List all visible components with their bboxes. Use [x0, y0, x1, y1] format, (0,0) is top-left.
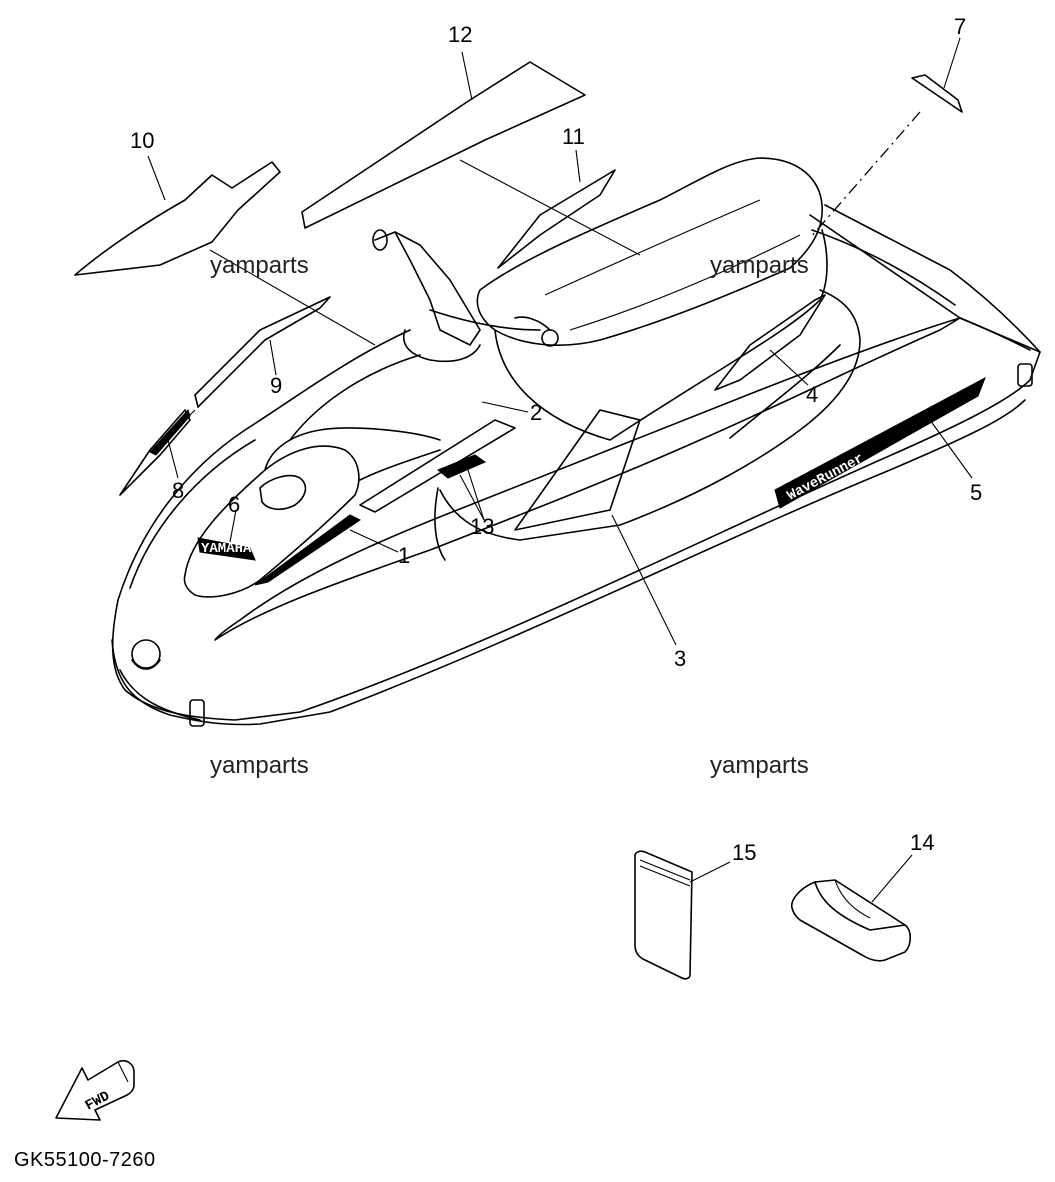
callout-10: 10 — [130, 128, 154, 153]
decal-9 — [194, 296, 331, 408]
watermark: yamparts — [210, 752, 309, 779]
alignment-line-7 — [809, 111, 921, 239]
decal-12 — [301, 61, 586, 229]
callout-8: 8 — [172, 478, 184, 503]
callout-6: 6 — [228, 492, 240, 517]
callout-1: 1 — [398, 543, 410, 568]
yamaha-decal-text: YAMAHA — [201, 541, 252, 557]
watermark: yamparts — [710, 752, 809, 779]
storage-pouch-part — [791, 879, 912, 962]
decal-11 — [497, 169, 616, 269]
callout-9: 9 — [270, 373, 282, 398]
callout-11: 11 — [562, 124, 585, 149]
side-panel-decal — [514, 409, 641, 531]
hood-stripe-decal — [254, 514, 361, 586]
callout-5: 5 — [970, 480, 982, 505]
warning-tag-part — [634, 850, 693, 980]
diagram-code: GK55100-7260 — [14, 1149, 156, 1171]
front-hood — [183, 354, 441, 598]
seat — [476, 157, 828, 441]
fwd-label: FWD — [83, 1088, 113, 1114]
callout-12: 12 — [448, 22, 472, 47]
callout-15: 15 — [732, 840, 756, 865]
watermark: yamparts — [710, 252, 809, 279]
callout-14: 14 — [910, 830, 934, 855]
upper-stripe-decal — [359, 419, 516, 513]
callout-13: 13 — [470, 514, 494, 539]
decal-10 — [74, 161, 281, 276]
callout-3: 3 — [674, 646, 686, 671]
leader-lines — [147, 37, 973, 903]
rear-side-decal — [714, 294, 826, 391]
callout-2: 2 — [530, 400, 542, 425]
forward-arrow-icon: FWD — [55, 1059, 135, 1121]
watermark: yamparts — [210, 252, 309, 279]
yamaha-emblem-decal: YAMAHA — [197, 537, 256, 561]
callout-4: 4 — [806, 382, 818, 407]
caution-label-decal — [437, 454, 487, 479]
decal-7 — [911, 74, 963, 113]
handlebar — [372, 229, 559, 363]
waverunner-decal-text: WaveRunner — [785, 451, 867, 505]
callout-7: 7 — [954, 14, 966, 39]
watercraft-hull — [111, 204, 1041, 727]
